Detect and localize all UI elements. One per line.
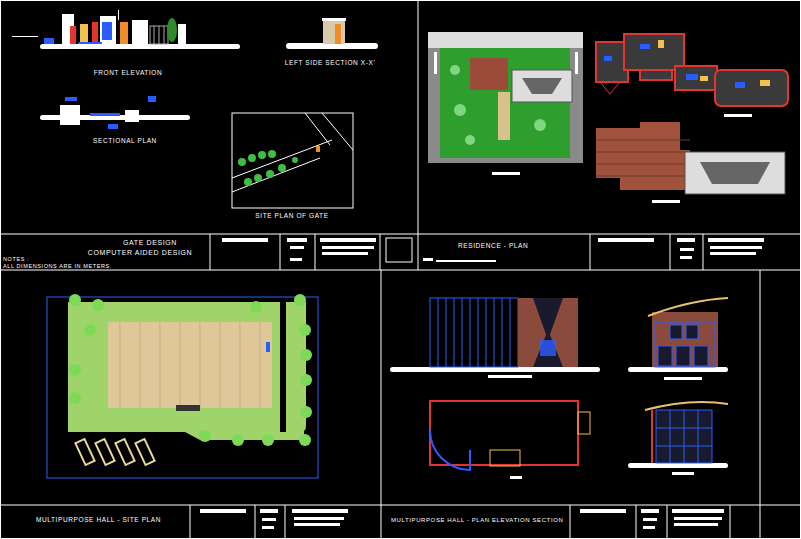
title-cell: RESIDENCE - PLAN xyxy=(418,234,590,270)
title-text: MULTIPURPOSE HALL - PLAN ELEVATION SECTI… xyxy=(391,517,563,523)
title-text: ALL DIMENSIONS ARE IN METERS. xyxy=(3,264,112,270)
drawing-caption: FRONT ELEVATION xyxy=(94,70,163,77)
title-text: GATE DESIGN xyxy=(123,239,177,246)
hall-site-plan xyxy=(47,294,318,478)
title-block-marks xyxy=(200,238,764,529)
residence-floor-plans xyxy=(596,34,788,117)
title-cell: MULTIPURPOSE HALL - SITE PLAN xyxy=(0,505,190,539)
drawing-caption: SITE PLAN OF GATE xyxy=(255,213,328,220)
drawing-caption: LEFT SIDE SECTION X-X' xyxy=(285,60,376,67)
gate-site-plan xyxy=(232,113,353,208)
gate-front-elevation xyxy=(12,10,240,49)
title-cell: MULTIPURPOSE HALL - PLAN ELEVATION SECTI… xyxy=(381,505,570,539)
title-text: NOTES : xyxy=(3,257,29,263)
residence-roof-plans xyxy=(596,122,785,203)
title-cell: GATE DESIGN COMPUTER AIDED DESIGN NOTES :A… xyxy=(0,234,210,270)
residence-site-plan xyxy=(428,32,583,175)
gate-sectional-plan xyxy=(40,96,190,129)
drawing-caption: SECTIONAL PLAN xyxy=(93,138,157,145)
title-text: MULTIPURPOSE HALL - SITE PLAN xyxy=(36,517,161,524)
gate-side-section xyxy=(286,18,378,49)
title-text: COMPUTER AIDED DESIGN xyxy=(88,249,192,256)
title-text: RESIDENCE - PLAN xyxy=(458,243,528,250)
hall-drawings xyxy=(390,298,728,479)
